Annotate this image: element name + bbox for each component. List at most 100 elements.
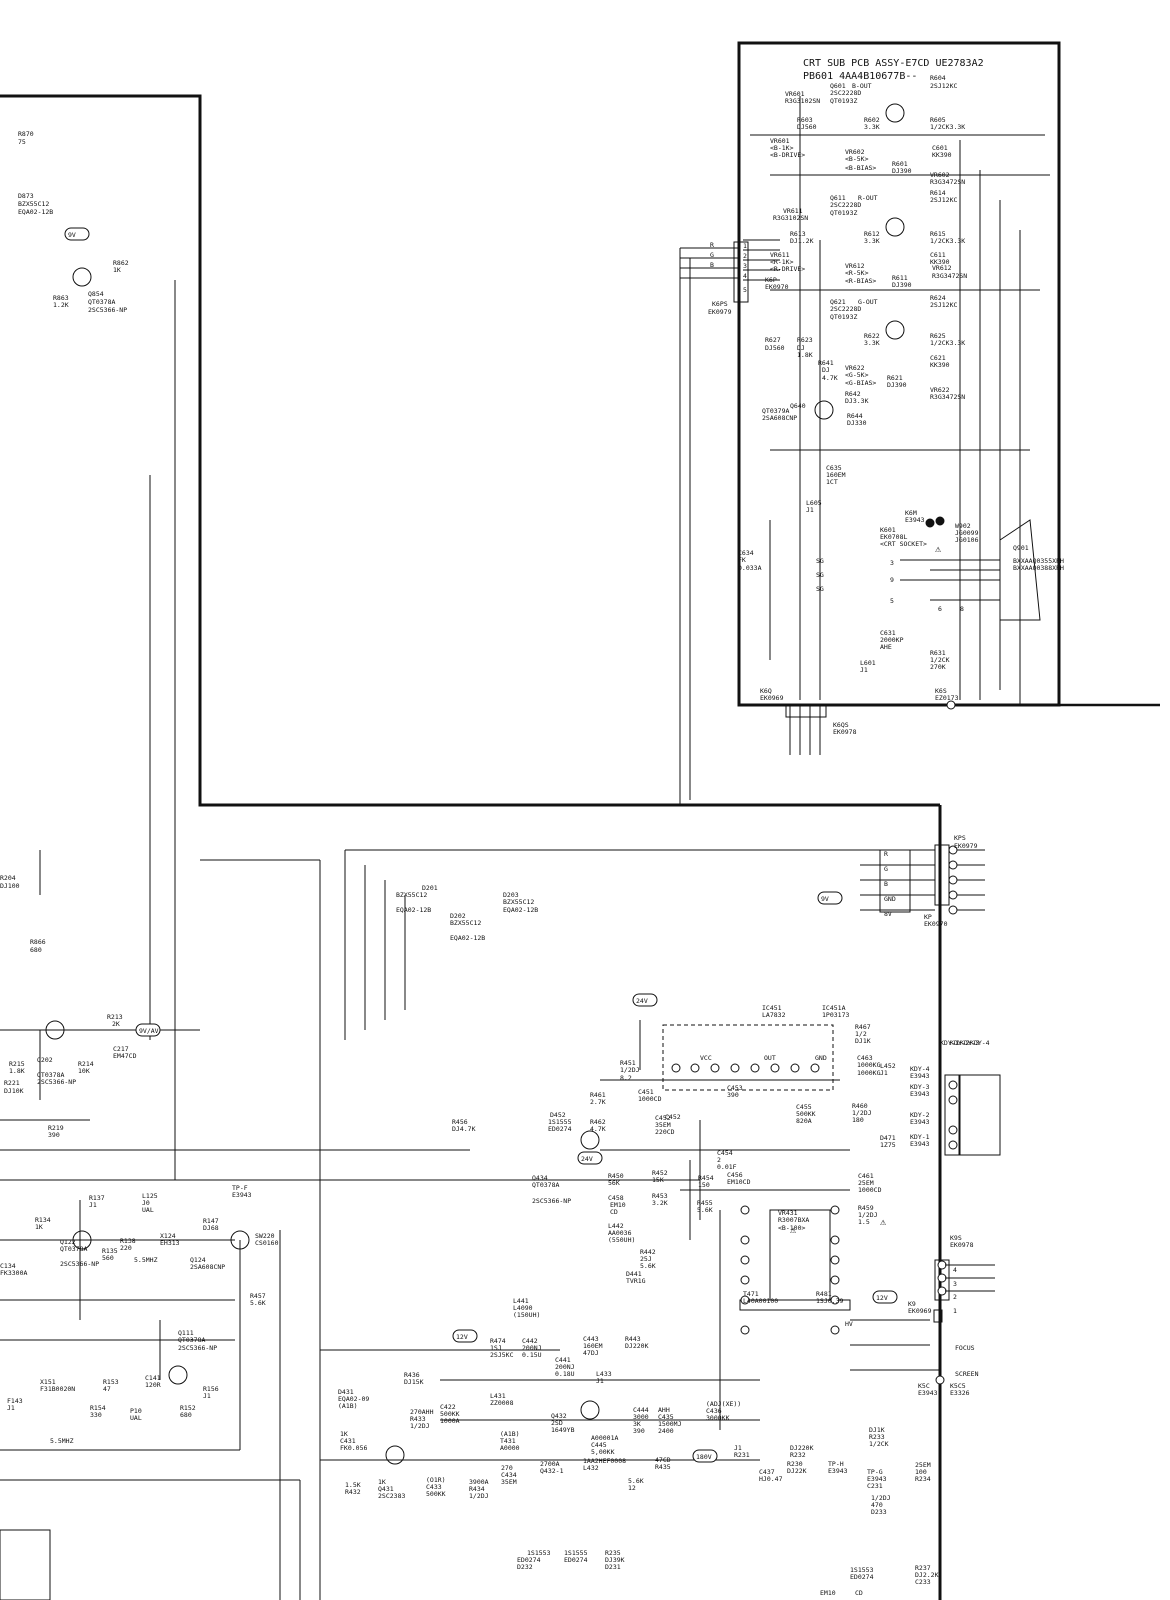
- pin: [948, 1080, 958, 1090]
- component-label: 1/2DJ: [620, 1066, 640, 1074]
- component-label: T471: [743, 1290, 759, 1298]
- component-label: R434: [469, 1485, 485, 1493]
- component-label: DJ220K: [625, 1342, 649, 1350]
- component-label: 25EM: [915, 1461, 931, 1469]
- component-label: 270K: [930, 663, 946, 671]
- component-label: Q434: [532, 1174, 548, 1182]
- component-label: 5.6K: [640, 1262, 656, 1270]
- pin: [740, 1205, 750, 1215]
- component-label: 2SJ12KC: [930, 196, 957, 204]
- transistor: [72, 1230, 92, 1250]
- component-label: VCC: [700, 1054, 712, 1062]
- component-label: 2: [717, 1156, 721, 1164]
- component-label: (ADJ(XE)): [706, 1400, 741, 1408]
- component-label: L432: [583, 1464, 599, 1472]
- component-label: C461: [858, 1172, 874, 1180]
- component-label: B: [884, 880, 888, 888]
- component-label: 500KK: [796, 1110, 816, 1118]
- pin: [948, 905, 958, 915]
- component-label: C231: [867, 1482, 883, 1490]
- component-label: R453: [652, 1192, 668, 1200]
- component-label: AA0036: [608, 1229, 632, 1237]
- transistor: [580, 1130, 600, 1150]
- component-label: 1.5K: [345, 1481, 361, 1489]
- supply-flag-label: 12V: [456, 1333, 468, 1341]
- component-label: R215: [9, 1060, 25, 1068]
- component-label: K6S: [935, 687, 947, 695]
- component-label: 3000KK: [706, 1414, 730, 1422]
- transistor: [885, 103, 905, 123]
- component-label: 680: [180, 1411, 192, 1419]
- component-label: BZX55C12: [450, 919, 481, 927]
- component-label: R625: [930, 332, 946, 340]
- component-label: 330: [90, 1411, 102, 1419]
- component-label: 1000KG: [857, 1061, 881, 1069]
- component-label: C422: [440, 1403, 456, 1411]
- component-label: P10: [130, 1407, 142, 1415]
- component-label: K6P: [765, 276, 777, 284]
- component-label: R451: [620, 1059, 636, 1067]
- component-label: 2700A: [540, 1460, 560, 1468]
- transistor: [580, 1400, 600, 1420]
- component-label: 12: [628, 1484, 636, 1492]
- supply-flag-label: 9V/AV: [139, 1027, 159, 1035]
- component-label: R232: [790, 1451, 806, 1459]
- ic-pin: [730, 1063, 740, 1073]
- component-label: 1000A: [440, 1417, 460, 1425]
- ic-pin: [810, 1063, 820, 1073]
- component-label: DJ330: [847, 419, 867, 427]
- component-label: BZX55C12: [396, 891, 427, 899]
- component-label: 3K: [633, 1420, 641, 1428]
- component-label: R631: [930, 649, 946, 657]
- component-label: R604: [930, 74, 946, 82]
- component-label: 1K: [35, 1223, 43, 1231]
- component-label: R866: [30, 938, 46, 946]
- component-label: L601: [860, 659, 876, 667]
- component-label: BZX55C12: [18, 200, 49, 208]
- component-label: E3943: [910, 1072, 930, 1080]
- component-label: X124: [160, 1232, 176, 1240]
- component-label: K6Q: [760, 687, 772, 695]
- component-label: K5C: [918, 1382, 930, 1390]
- component-box: [785, 704, 827, 718]
- component-label: 390: [727, 1091, 739, 1099]
- component-label: 2SC2228D: [830, 201, 861, 209]
- component-label: VR622: [930, 386, 950, 394]
- component-label: EM47CD: [113, 1052, 137, 1060]
- pin: [948, 890, 958, 900]
- component-label: 3.3K: [864, 123, 880, 131]
- component-label: Q111: [178, 1329, 194, 1337]
- component-label: KDY-4: [970, 1039, 990, 1047]
- component-label: R863: [53, 294, 69, 302]
- component-label: 2SC5366-NP: [60, 1260, 99, 1268]
- pin: [830, 1295, 840, 1305]
- component-label: 1000KG: [857, 1069, 881, 1077]
- component-label: EK0978: [833, 728, 857, 736]
- component-label: C442: [522, 1337, 538, 1345]
- component-label: GND: [884, 895, 896, 903]
- component-label: B: [710, 261, 714, 269]
- component-label: C434: [501, 1471, 517, 1479]
- component-label: DJ1K: [869, 1426, 885, 1434]
- component-label: 680: [30, 946, 42, 954]
- component-label: TP-H: [828, 1460, 844, 1468]
- component-label: 200NJ: [555, 1363, 575, 1371]
- component-label: VR602: [930, 171, 950, 179]
- pin: [740, 1275, 750, 1285]
- component-label: 2SC5366-NP: [178, 1344, 217, 1352]
- component-label: QT0378A: [178, 1336, 205, 1344]
- transistor: [72, 267, 92, 287]
- component-label: R135: [102, 1247, 118, 1255]
- component-label: C611: [930, 251, 946, 259]
- component-label: EQA02-12B: [450, 934, 485, 942]
- component-label: VR612: [845, 262, 865, 270]
- component-label: EZ0173: [935, 694, 959, 702]
- component-label: J0: [142, 1199, 150, 1207]
- component-label: EK0969: [760, 694, 784, 702]
- component-label: C431: [340, 1437, 356, 1445]
- component-label: 1/2CK: [930, 656, 950, 664]
- component-label: R156: [203, 1385, 219, 1393]
- component-label: 2SA608CNP: [190, 1263, 225, 1271]
- pin: [948, 860, 958, 870]
- component-label: ED0274: [564, 1556, 588, 1564]
